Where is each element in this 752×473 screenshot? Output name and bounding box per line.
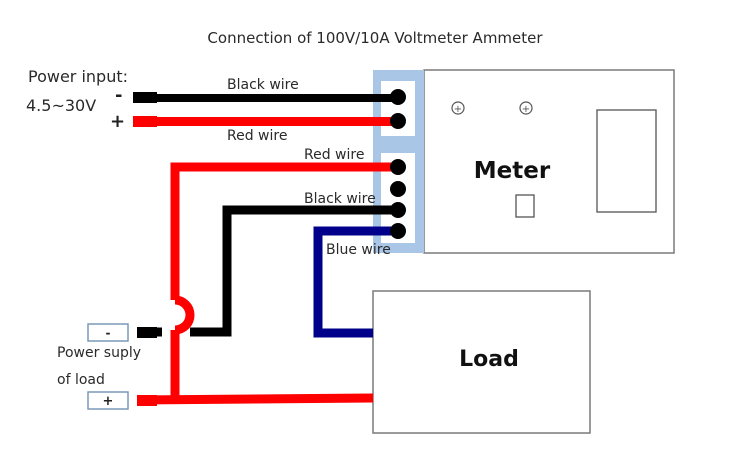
screw-icon-right: + (519, 101, 533, 115)
terminal-dot (390, 113, 406, 129)
meter-display (596, 109, 657, 213)
load-power-label-line1: Power suply (57, 345, 141, 361)
mid-black-wire-label: Black wire (304, 191, 376, 207)
screw-icon-left: + (451, 101, 465, 115)
terminal-dot (390, 181, 406, 197)
mid-red-wire-label: Red wire (304, 147, 364, 163)
power-input-range: 4.5~30V (26, 96, 96, 115)
svg-text:+: + (522, 104, 530, 115)
input-red-wire (133, 113, 406, 129)
load-power-plus-terminal (87, 391, 129, 410)
load-power-label-line2: of load (57, 372, 105, 388)
load-power-minus-terminal (87, 323, 129, 342)
input-black-wire (133, 89, 406, 105)
load-power-plus: + (103, 394, 114, 409)
svg-text:+: + (454, 104, 462, 115)
terminal-dot (390, 89, 406, 105)
load-power-minus: - (106, 326, 111, 340)
meter-label: Meter (474, 158, 551, 184)
diagram-title: Connection of 100V/10A Voltmeter Ammeter (207, 29, 543, 47)
terminal-dot (390, 202, 406, 218)
meter-button (515, 194, 535, 218)
terminal-dot (390, 223, 406, 239)
top-red-wire-label: Red wire (227, 128, 287, 144)
blue-wire-label: Blue wire (326, 242, 391, 258)
power-input-minus: - (115, 85, 122, 106)
top-black-wire-label: Black wire (227, 77, 299, 93)
blue-wire (313, 223, 406, 338)
load-black-wire (137, 202, 406, 338)
load-box (372, 290, 591, 434)
power-input-label: Power input: (28, 67, 128, 86)
load-red-wire (136, 159, 406, 406)
load-label: Load (459, 347, 519, 372)
terminal-dot (390, 159, 406, 175)
power-input-plus: + (110, 111, 125, 132)
